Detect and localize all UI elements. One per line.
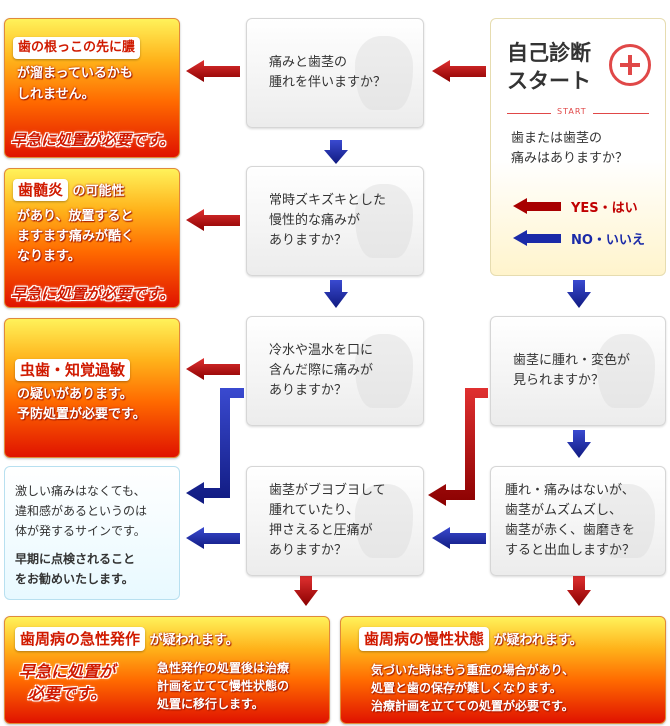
tooth-icon xyxy=(355,484,413,558)
tooth-icon xyxy=(355,36,413,110)
yes-legend-arrow-icon xyxy=(513,198,527,214)
start-question: 歯または歯茎の 痛みはありますか？ xyxy=(511,131,629,166)
start-title: 自己診断 xyxy=(507,41,591,65)
result-box-5: 歯周病の急性発作 が疑われます。 早急に処置が 必要です。 急性発作の処置後は治… xyxy=(4,616,330,724)
result-6-suffix: が疑われます。 xyxy=(493,633,583,648)
question-5-text: 歯茎がブヨブヨして 腫れていたり、 押さえると圧痛が ありますか？ xyxy=(269,483,386,558)
question-box-5: 歯茎がブヨブヨして 腫れていたり、 押さえると圧痛が ありますか？ xyxy=(246,466,424,576)
result-5-text: 急性発作の処置後は治療 計画を立てて慢性状態の 処置に移行します。 xyxy=(157,661,290,711)
yes-arrow-q2-r2 xyxy=(186,209,240,231)
result-box-2: 歯髄炎 の可能性 があり、放置すると ますます痛みが酷く なります。 早急に処置… xyxy=(4,168,180,308)
result-5-suffix: が疑われます。 xyxy=(149,633,239,648)
result-box-1: 歯の根っこの先に膿 が溜まっているかも しれません。 早急に処置が必要です。 xyxy=(4,18,180,158)
tooth-icon xyxy=(355,334,413,408)
result-4-bold: 早期に点検されること をお勧めいたします。 xyxy=(15,552,136,586)
yes-arrow-start-q1 xyxy=(432,60,486,82)
question-3-text: 冷水や温水を口に 含んだ際に痛みが ありますか？ xyxy=(269,343,374,398)
result-1-label: 歯の根っこの先に膿 xyxy=(13,37,141,59)
no-arrow-q5-r4 xyxy=(186,527,240,549)
yes-label: YES・はい xyxy=(571,201,638,216)
result-6-text: 気づいた時はもう重症の場合があり、 処置と歯の保存が難しくなります。 治療計画を… xyxy=(371,663,575,713)
yes-legend: YES・はい xyxy=(513,194,663,218)
plus-icon xyxy=(609,44,651,86)
yes-arrow-q1-r1 xyxy=(186,60,240,82)
yes-arrow-q6-r6 xyxy=(567,576,591,606)
question-1-text: 痛みと歯茎の 腫れを伴いますか？ xyxy=(269,55,387,90)
result-box-6: 歯周病の慢性状態 が疑われます。 気づいた時はもう重症の場合があり、 処置と歯の… xyxy=(340,616,666,724)
question-box-3: 冷水や温水を口に 含んだ際に痛みが ありますか？ xyxy=(246,316,424,426)
start-box: 自己診断 スタート START 歯または歯茎の 痛みはありますか？ YES・はい… xyxy=(490,18,666,276)
result-3-label: 虫歯・知覚過敏 xyxy=(15,359,131,381)
question-box-2: 常時ズキズキとした 慢性的な痛みが ありますか？ xyxy=(246,166,424,276)
result-2-urgent: 早急に処置が必要です。 xyxy=(11,285,175,303)
no-legend-arrow-icon xyxy=(513,230,527,246)
result-4-text: 激しい痛みはなくても、 違和感があるというのは 体が発するサインです。 xyxy=(15,484,148,538)
no-arrow-q2-q3 xyxy=(324,280,348,308)
question-4-text: 歯茎に腫れ・変色が 見られますか？ xyxy=(513,353,631,388)
result-5-label: 歯周病の急性発作 xyxy=(15,627,146,651)
result-box-3: 虫歯・知覚過敏 の疑いがあります。 予防処置が必要です。 xyxy=(4,318,180,458)
no-label: NO・いいえ xyxy=(571,233,645,248)
result-2-text-1: の可能性 xyxy=(72,184,125,199)
question-box-6: 腫れ・痛みはないが、 歯茎がムズムズし、 歯茎が赤く、歯磨きを すると出血します… xyxy=(490,466,666,576)
question-2-text: 常時ズキズキとした 慢性的な痛みが ありますか？ xyxy=(269,193,387,248)
yes-arrow-q5-r5 xyxy=(294,576,318,606)
no-arrow-q6-q5 xyxy=(432,527,486,549)
result-1-urgent: 早急に処置が必要です。 xyxy=(11,131,175,149)
no-legend-bar xyxy=(525,234,561,243)
question-box-4: 歯茎に腫れ・変色が 見られますか？ xyxy=(490,316,666,426)
tooth-icon xyxy=(597,334,655,408)
yes-legend-bar xyxy=(525,202,561,211)
start-subtitle: スタート xyxy=(507,69,591,93)
yes-arrow-q4-q5 xyxy=(428,388,488,506)
result-box-4: 激しい痛みはなくても、 違和感があるというのは 体が発するサインです。 早期に点… xyxy=(4,466,180,600)
result-2-label: 歯髄炎 xyxy=(13,179,69,201)
tooth-icon xyxy=(597,484,655,558)
no-arrow-q3-r4 xyxy=(186,388,244,504)
result-1-text: が溜まっているかも しれません。 xyxy=(17,66,133,102)
yes-arrow-q3-r3 xyxy=(186,358,240,380)
start-tag: START xyxy=(551,107,593,116)
question-6-text: 腫れ・痛みはないが、 歯茎がムズムズし、 歯茎が赤く、歯磨きを すると出血します… xyxy=(505,483,636,558)
result-2-text-2: があり、放置すると ますます痛みが酷く なります。 xyxy=(17,209,135,264)
result-3-text: の疑いがあります。 予防処置が必要です。 xyxy=(17,387,146,422)
question-box-1: 痛みと歯茎の 腫れを伴いますか？ xyxy=(246,18,424,128)
no-legend: NO・いいえ xyxy=(513,226,663,250)
no-arrow-q4-q6 xyxy=(567,430,591,458)
result-6-label: 歯周病の慢性状態 xyxy=(359,627,490,651)
tooth-icon xyxy=(355,184,413,258)
result-5-urgent: 早急に処置が 必要です。 xyxy=(19,662,116,703)
no-arrow-start-q4 xyxy=(567,280,591,308)
no-arrow-q1-q2 xyxy=(324,140,348,164)
